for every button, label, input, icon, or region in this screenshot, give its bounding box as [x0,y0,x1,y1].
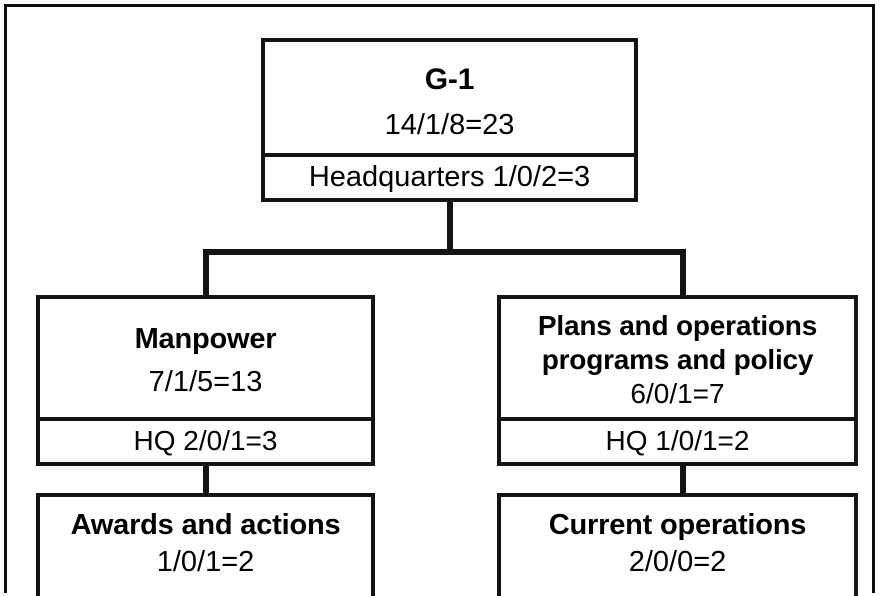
node-g1-subtitle: Headquarters 1/0/2=3 [308,160,591,193]
node-plans-main: Plans and operations programs and policy… [501,299,854,417]
node-g1-main: G-1 14/1/8=23 [265,42,634,153]
node-awards-and-actions[interactable]: Awards and actions 1/0/1=2 [36,493,375,596]
node-manpower-title: Manpower [134,322,277,355]
node-awards-title: Awards and actions [70,509,341,541]
node-manpower-main: Manpower 7/1/5=13 [40,299,371,417]
node-g1-title: G-1 [424,62,475,96]
node-g1-subsection: Headquarters 1/0/2=3 [265,153,634,198]
connector-plans-to-current-operations [680,462,686,496]
connector-drop-to-manpower [203,249,209,299]
node-plans-count: 6/0/1=7 [630,377,725,409]
node-plans-title-line1: Plans and operations [537,310,818,342]
node-manpower-subsection: HQ 2/0/1=3 [40,417,371,462]
connector-horizontal-bar [203,249,686,255]
node-awards-main: Awards and actions 1/0/1=2 [40,497,371,596]
node-plans-subtitle: HQ 1/0/1=2 [605,425,750,457]
node-current-operations-count: 2/0/0=2 [628,546,727,579]
connector-manpower-to-awards [203,462,209,496]
node-plans-subsection: HQ 1/0/1=2 [501,417,854,462]
node-awards-count: 1/0/1=2 [156,546,255,579]
node-current-operations[interactable]: Current operations 2/0/0=2 [497,493,858,596]
node-manpower[interactable]: Manpower 7/1/5=13 HQ 2/0/1=3 [36,295,375,466]
node-manpower-count: 7/1/5=13 [148,366,263,399]
connector-drop-to-plans [680,249,686,299]
node-manpower-subtitle: HQ 2/0/1=3 [133,425,278,457]
node-current-operations-title: Current operations [548,509,807,541]
node-current-operations-main: Current operations 2/0/0=2 [501,497,854,596]
node-g1-count: 14/1/8=23 [384,109,515,142]
node-plans-and-operations[interactable]: Plans and operations programs and policy… [497,295,858,466]
node-g1[interactable]: G-1 14/1/8=23 Headquarters 1/0/2=3 [261,38,638,202]
node-plans-title-line2: programs and policy [541,343,814,375]
connector-root-stem [447,199,453,254]
